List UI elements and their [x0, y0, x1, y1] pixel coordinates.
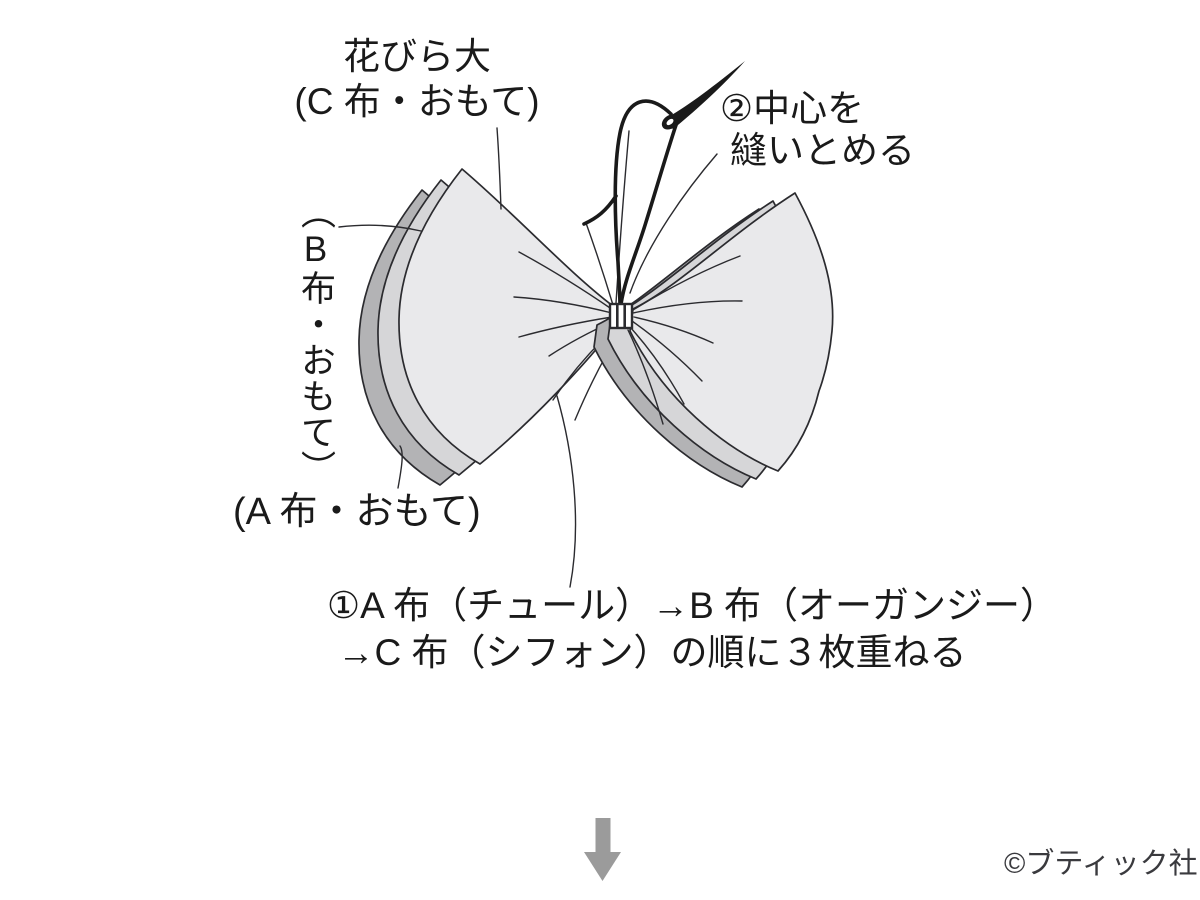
thread-tail [582, 194, 618, 226]
center-wrap [608, 302, 634, 330]
label-step1: ①A 布（チュール）→B 布（オーガンジー） →C 布（シフォン）の順に３枚重ね… [327, 582, 1058, 676]
label-step2: ②中心を 縫いとめる [720, 88, 915, 172]
leader-step1 [556, 395, 577, 588]
label-fabric-b-rest: 布・おもて） [296, 270, 335, 486]
label-step2-line2: 縫いとめる [730, 130, 915, 171]
right-petal-c-fabric [629, 192, 834, 472]
label-petal-large-line1: 花びら大 [343, 36, 491, 77]
down-arrow-icon [584, 818, 621, 881]
label-step2-line1: ②中心を [720, 88, 865, 129]
needle-eye-hole [666, 118, 674, 126]
leader-fabric-a [397, 445, 403, 489]
needle-body [665, 61, 745, 129]
leader-lines [338, 127, 718, 588]
leader-step2 [629, 153, 718, 294]
leader-fabric-b [338, 224, 422, 232]
thread [582, 99, 678, 308]
label-step1-line2: →C 布（シフォン）の順に３枚重ねる [337, 632, 967, 673]
label-fabric-b-open: （ [296, 194, 335, 230]
label-fabric-a: (A 布・おもて) [233, 491, 481, 533]
label-fabric-b: （B布・おもて） [292, 194, 338, 486]
upper-gather-line [585, 222, 614, 306]
left-gather-lines [513, 251, 622, 421]
right-gather-lines [627, 255, 743, 425]
thread-loop-outer [613, 99, 673, 308]
needle-icon [661, 61, 745, 130]
leader-petal-large [496, 127, 502, 210]
label-fabric-b-letter: B [296, 230, 335, 270]
thread-loop-inner [619, 123, 678, 306]
label-petal-large-line2: (C 布・おもて) [294, 81, 540, 122]
label-petal-large: 花びら大 (C 布・おもて) [292, 34, 542, 124]
right-petal-stack [593, 192, 834, 488]
label-step1-line1: ①A 布（チュール）→B 布（オーガンジー） [327, 585, 1058, 626]
left-petal-stack [358, 168, 622, 486]
copyright-notice: ©ブティック社 [1004, 848, 1198, 880]
left-petal-c-fabric [398, 168, 614, 465]
